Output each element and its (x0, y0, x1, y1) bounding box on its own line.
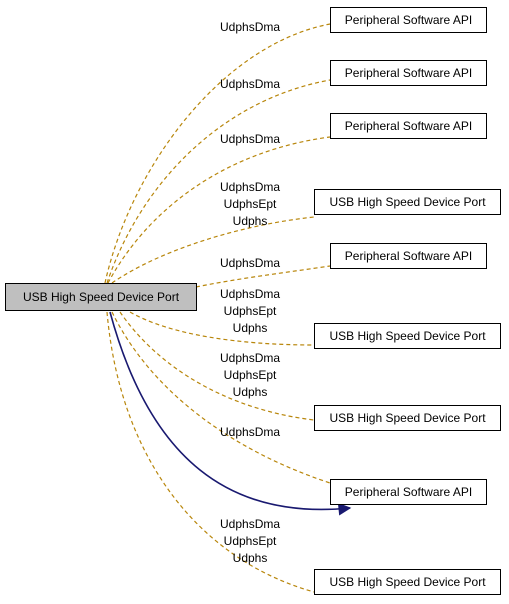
main-node: USB High Speed Device Port (5, 283, 197, 311)
edge-label-line: Udphs (232, 551, 268, 565)
edge-label-line: UdphsDma (220, 132, 281, 146)
edge-1 (106, 79, 331, 284)
edge-label-line: UdphsEpt (223, 197, 277, 211)
node-usb-high-speed-device-port[interactable]: USB High Speed Device Port (314, 189, 501, 215)
node-peripheral-software-api[interactable]: Peripheral Software API (330, 7, 487, 33)
edge-4 (195, 265, 331, 288)
node-usb-high-speed-device-port[interactable]: USB High Speed Device Port (314, 569, 501, 595)
edge-0 (104, 23, 331, 284)
edge-3 (111, 216, 315, 284)
node-peripheral-software-api[interactable]: Peripheral Software API (330, 243, 487, 269)
edge-label-8: UdphsDma UdphsEpt Udphs (220, 516, 280, 567)
edge-label-line: UdphsDma (220, 256, 281, 270)
edge-label-line: UdphsEpt (223, 368, 277, 382)
edge-7 (111, 311, 331, 484)
edge-label-5: UdphsDma UdphsEpt Udphs (220, 286, 280, 337)
edge-8 (106, 311, 315, 593)
edge-label-line: UdphsDma (220, 77, 281, 91)
node-peripheral-software-api[interactable]: Peripheral Software API (330, 60, 487, 86)
edge-label-line: UdphsDma (220, 351, 281, 365)
edge-label-line: UdphsEpt (223, 534, 277, 548)
node-peripheral-software-api[interactable]: Peripheral Software API (330, 479, 487, 505)
edge-label-1: UdphsDma (220, 76, 280, 93)
edge-label-6: UdphsDma UdphsEpt Udphs (220, 350, 280, 401)
edge-label-line: UdphsDma (220, 425, 281, 439)
edge-5 (129, 311, 315, 346)
edge-label-line: UdphsDma (220, 287, 281, 301)
edge-label-line: UdphsDma (220, 517, 281, 531)
edge-label-0: UdphsDma (220, 19, 280, 36)
edge-label-line: Udphs (232, 321, 268, 335)
node-peripheral-software-api[interactable]: Peripheral Software API (330, 113, 487, 139)
edge-2 (107, 136, 331, 284)
edge-label-4: UdphsDma (220, 255, 280, 272)
edge-label-2: UdphsDma (220, 131, 280, 148)
node-usb-high-speed-device-port[interactable]: USB High Speed Device Port (314, 405, 501, 431)
edge-6 (119, 311, 315, 421)
edge-label-7: UdphsDma (220, 424, 280, 441)
edge-label-line: UdphsDma (220, 20, 281, 34)
edge-label-line: Udphs (232, 214, 268, 228)
edge-label-line: Udphs (232, 385, 268, 399)
edge-label-3: UdphsDma UdphsEpt Udphs (220, 179, 280, 230)
node-usb-high-speed-device-port[interactable]: USB High Speed Device Port (314, 323, 501, 349)
edge-label-line: UdphsDma (220, 180, 281, 194)
edge-solid (109, 311, 352, 516)
edge-label-line: UdphsEpt (223, 304, 277, 318)
